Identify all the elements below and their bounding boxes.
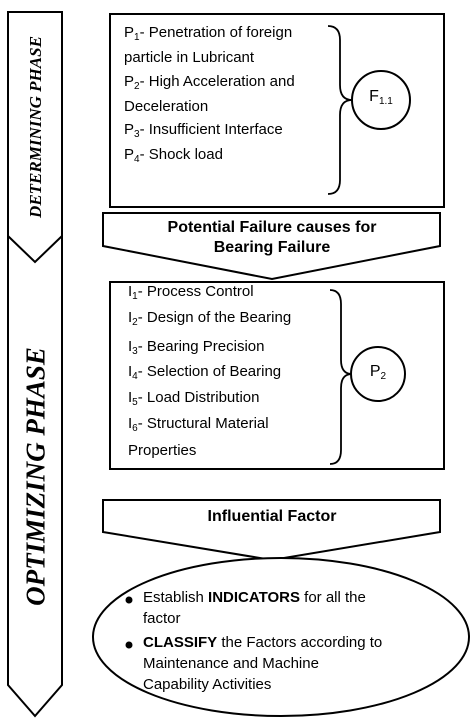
cause-text: - Penetration of foreign — [139, 24, 293, 41]
factor-symbol: I — [128, 283, 133, 300]
factor-line-4: I4- Selection of Bearing — [128, 363, 282, 382]
node-subscript: 1.1 — [378, 96, 393, 107]
node-symbol: F — [369, 88, 379, 105]
bullet2-post: the Factors according to — [217, 634, 383, 651]
cause-text: - High Acceleration and — [139, 73, 295, 90]
bullet-dot-1 — [125, 596, 133, 604]
factor-text: - Process Control — [137, 283, 254, 300]
bullet1-line-1: Establish INDICATORS for all the — [143, 588, 366, 607]
final-actions-ellipse — [92, 557, 470, 717]
cause-symbol: P — [124, 146, 135, 163]
cause-text: - Insufficient Interface — [139, 121, 283, 138]
potential-failure-line-1: Potential Failure causes for — [167, 219, 377, 236]
bullet1-line-2: factor — [143, 609, 181, 628]
optimizing-phase-label: OPTIMIZING PHASE — [20, 347, 51, 606]
factor-line-7: Properties — [128, 442, 196, 460]
bullet1-text-2: factor — [143, 610, 181, 627]
factor-text: - Structural Material — [137, 415, 269, 432]
factor-subscript: 4 — [132, 371, 138, 382]
factor-subscript: 2 — [132, 317, 138, 328]
bullet2-keyword: CLASSIFY — [143, 634, 218, 651]
factor-line-2: I2- Design of the Bearing — [128, 309, 292, 328]
cause-line-6: P4- Shock load — [124, 146, 223, 165]
cause-symbol: P — [124, 73, 135, 90]
cause-subscript: 1 — [134, 32, 140, 43]
cause-line-3: P2- High Acceleration and — [124, 73, 295, 92]
bullet2-line-2: Maintenance and Machine — [143, 654, 319, 673]
bullet2-text-2: Maintenance and Machine — [143, 655, 319, 672]
node-subscript: 2 — [380, 371, 387, 382]
influential-factor-label: Influential Factor — [207, 508, 337, 525]
factor-text: - Load Distribution — [137, 389, 260, 406]
bullet1-keyword: INDICATORS — [208, 589, 300, 606]
cause-subscript: 4 — [134, 154, 140, 165]
factor-symbol: I — [128, 338, 133, 355]
factor-symbol: I — [128, 309, 133, 326]
cause-line-1: P1- Penetration of foreign — [124, 24, 293, 43]
bullet2-line-1: CLASSIFY the Factors according to — [143, 633, 382, 652]
factor-subscript: 6 — [132, 423, 138, 434]
potential-failure-label: Potential Failure causes for Bearing Fai… — [112, 218, 432, 258]
cause-line-2: particle in Lubricant — [124, 49, 254, 67]
cause-symbol: P — [124, 24, 135, 41]
cause-subscript: 2 — [134, 81, 140, 92]
f11-node-circle — [351, 70, 411, 130]
factor-symbol: I — [128, 389, 133, 406]
bullet2-line-3: Capability Activities — [143, 675, 271, 694]
factor-text: - Design of the Bearing — [137, 309, 292, 326]
influential-factor-arrow — [102, 499, 441, 562]
factor-symbol: I — [128, 363, 133, 380]
p2-node-label: P2 — [351, 363, 405, 382]
factor-subscript: 3 — [132, 346, 138, 357]
factor-subscript: 5 — [132, 397, 138, 408]
bullet1-post: for all the — [300, 589, 366, 606]
cause-subscript: 3 — [134, 129, 140, 140]
determining-phase-label: DETERMINING PHASE — [26, 36, 45, 218]
factor-line-1: I1- Process Control — [128, 283, 254, 302]
factor-symbol: I — [128, 415, 133, 432]
cause-text: Deceleration — [124, 98, 209, 115]
potential-failure-line-2: Bearing Failure — [213, 239, 331, 256]
potential-failure-arrow — [102, 212, 441, 281]
factor-text: - Selection of Bearing — [137, 363, 282, 380]
f11-node-label: F1.1 — [352, 88, 410, 107]
bullet2-text-3: Capability Activities — [143, 676, 272, 693]
cause-line-4: Deceleration — [124, 98, 208, 116]
cause-line-5: P3- Insufficient Interface — [124, 121, 283, 140]
cause-text: - Shock load — [139, 146, 223, 163]
factor-line-5: I5- Load Distribution — [128, 389, 260, 408]
factor-line-6: I6- Structural Material — [128, 415, 269, 434]
cause-text: particle in Lubricant — [124, 49, 255, 66]
node-symbol: P — [369, 363, 381, 380]
factor-line-3: I3- Bearing Precision — [128, 338, 265, 357]
factor-text: - Bearing Precision — [137, 338, 265, 355]
factor-text: Properties — [128, 442, 197, 459]
factor-subscript: 1 — [132, 291, 138, 302]
p2-node-circle — [350, 346, 406, 402]
cause-symbol: P — [124, 121, 135, 138]
optimizing-phase-arrow — [7, 233, 63, 718]
bullet1-pre: Establish — [143, 589, 209, 606]
bullet-dot-2 — [125, 641, 133, 649]
